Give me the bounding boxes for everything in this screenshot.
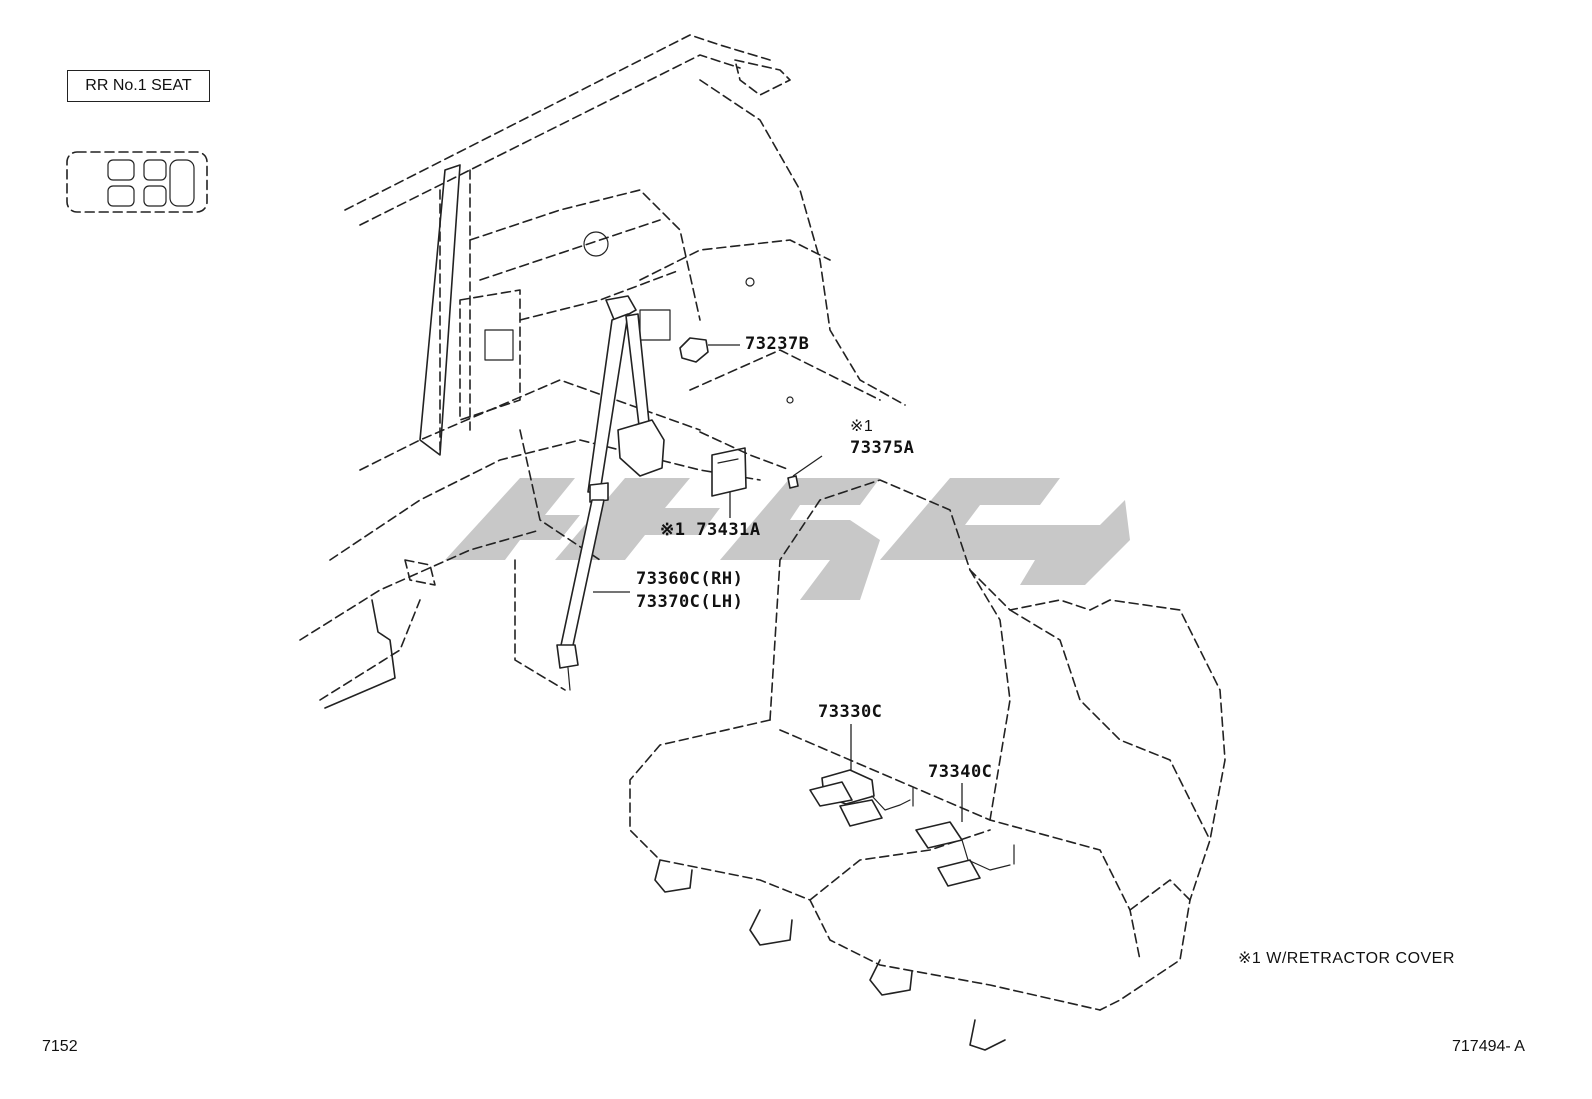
part-label-73370C[interactable]: 73370C(LH) <box>636 592 744 612</box>
footer-left-code: 7152 <box>42 1038 78 1055</box>
part-note-mark-73375A: ※1 <box>850 418 874 435</box>
legend-note: ※1 W/RETRACTOR COVER <box>1238 950 1455 967</box>
retractor-cover-part-73431A <box>699 431 791 518</box>
clip-part-73375A <box>787 455 823 489</box>
part-label-73330C[interactable]: 73330C <box>818 702 883 722</box>
part-label-73237B[interactable]: 73237B <box>745 334 810 354</box>
part-label-73375A[interactable]: 73375A <box>850 438 915 458</box>
diagram-title-box: RR No.1 SEAT <box>67 70 210 102</box>
seat-buckle-part-73340C <box>915 783 1015 887</box>
seat-buckle-part-73330C <box>809 724 914 827</box>
seat-belt-assembly-73360C-73370C <box>556 295 665 691</box>
part-label-73431A[interactable]: ※1 73431A <box>660 520 761 540</box>
retractor-cover-part-73237B <box>679 337 740 363</box>
body-side-panel <box>299 34 906 709</box>
part-label-73340C[interactable]: 73340C <box>928 762 993 782</box>
seat-layout-icon <box>66 151 208 213</box>
footer-right-code: 717494- A <box>1452 1038 1525 1055</box>
rear-seat-outline <box>629 479 1226 1051</box>
watermark-logo <box>445 478 1130 600</box>
part-label-73360C[interactable]: 73360C(RH) <box>636 569 744 589</box>
